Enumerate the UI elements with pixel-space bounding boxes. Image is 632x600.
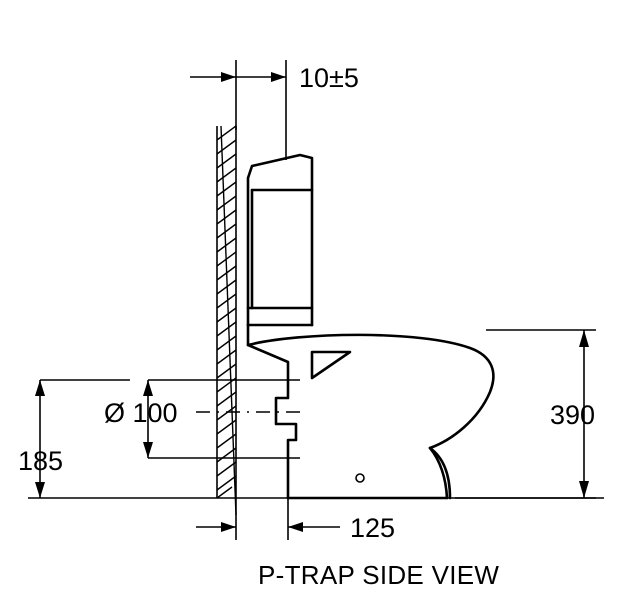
dimension-floor-to-outlet: 185 bbox=[18, 379, 130, 498]
toilet-bowl-outline bbox=[246, 306, 495, 500]
fixing-hole-marker bbox=[355, 473, 365, 483]
dimension-floor-to-outlet-label: 185 bbox=[18, 446, 63, 476]
dimension-outlet-diameter: Ø 100 bbox=[104, 379, 300, 459]
diagram-caption: P-TRAP SIDE VIEW bbox=[258, 560, 499, 590]
dimension-overall-height: 390 bbox=[455, 329, 596, 499]
wall-hatching bbox=[216, 125, 237, 516]
dimension-top-offset-label: 10±5 bbox=[299, 63, 359, 93]
dimension-projection-label: 125 bbox=[350, 513, 395, 543]
cistern-outline bbox=[246, 153, 314, 310]
dimension-overall-height-label: 390 bbox=[550, 400, 595, 430]
dimension-outlet-diameter-label: Ø 100 bbox=[104, 398, 178, 428]
dimension-projection: 125 bbox=[196, 498, 395, 543]
dimension-top-offset: 10±5 bbox=[190, 60, 359, 160]
